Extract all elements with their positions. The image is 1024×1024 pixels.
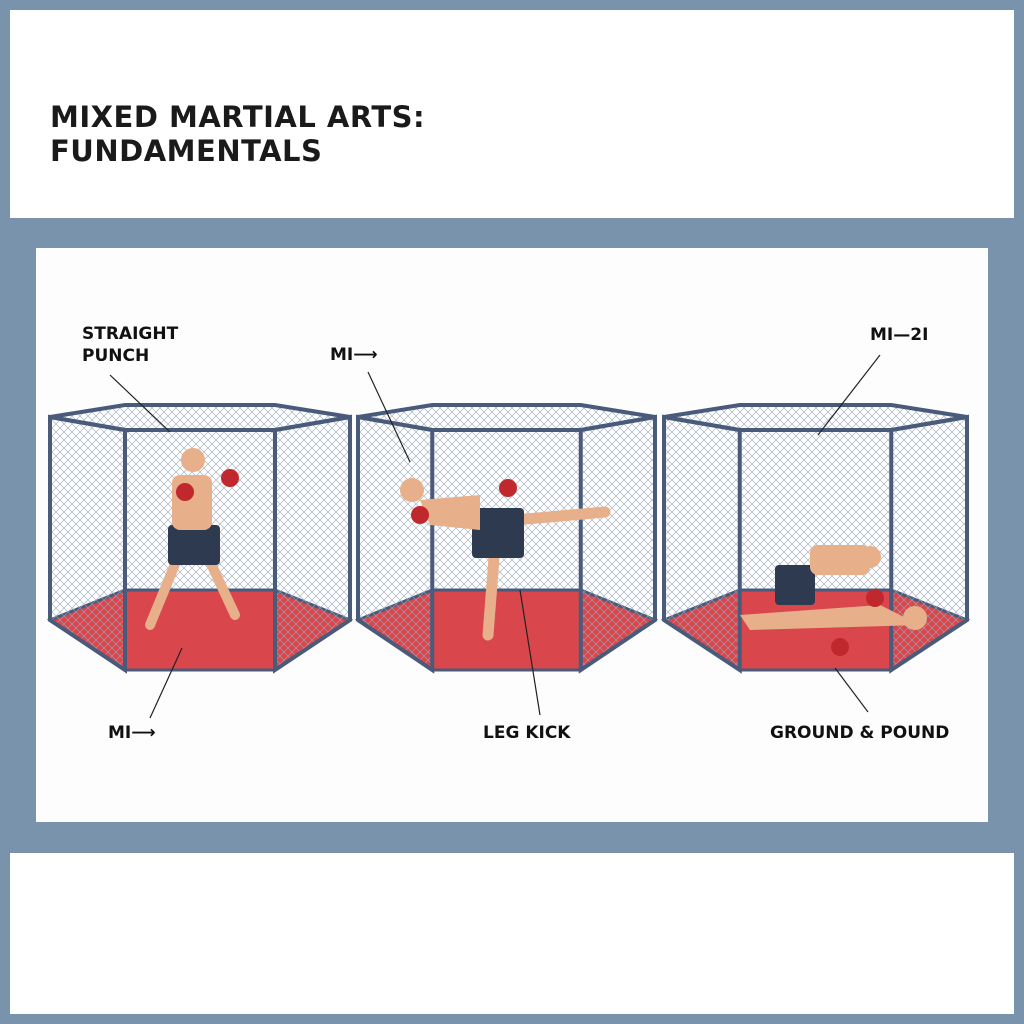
cage-3 [660,403,971,674]
leader-mi-bottom [149,647,183,719]
glove-icon [831,638,849,656]
leader-ground-pound [834,667,869,713]
page-title: MIXED MARTIAL ARTS: FUNDAMENTALS [50,100,426,168]
label-mi-arrow-bottom: MI⟶ [108,723,156,743]
leader-mi-2i [817,354,881,436]
glove-icon [176,483,194,501]
leader-leg-kick [519,589,541,716]
label-ground-pound: GROUND & POUND [770,723,950,743]
fighter-leg-kick [400,478,611,641]
glove-icon [866,589,884,607]
fighter-ground-pound [740,545,927,656]
label-leg-kick: LEG KICK [483,723,571,743]
cage-1 [46,403,354,674]
label-mi-arrow-top: MI⟶ [330,345,378,365]
leader-mi-top [367,371,411,463]
header-panel [10,10,1014,218]
leader-straight-punch [109,374,171,433]
glove-icon [411,506,429,524]
glove-icon [499,479,517,497]
label-straight-punch: STRAIGHT PUNCH [82,324,179,366]
label-mi-2i: MI—2I [870,325,929,345]
glove-icon [221,469,239,487]
footer-panel [10,853,1014,1014]
fighter-straight-punch [145,448,240,630]
